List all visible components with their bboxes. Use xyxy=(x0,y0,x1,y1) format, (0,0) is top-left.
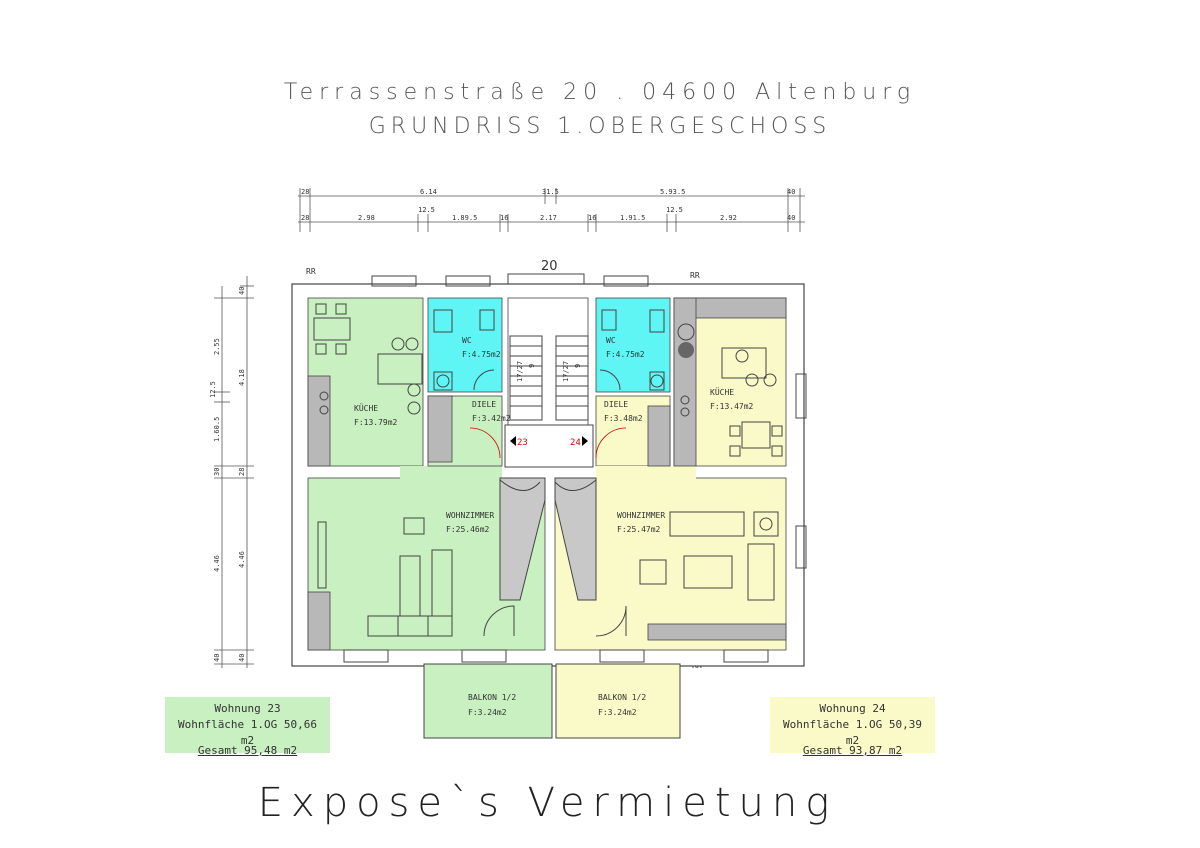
kitchen-right-furniture xyxy=(721,347,807,457)
dimension-lines-top: 28 6.14 31.5 5.93.5 40 28 2.98 12.5 1.89… xyxy=(298,188,805,232)
dimension-lines-left: 2.55 12.5 1.60.5 30 4.46 40 40 4.18 28 4… xyxy=(209,276,254,668)
wc-right-area: F:4.75m2 xyxy=(606,350,645,359)
dim-l1-4: 4.46 xyxy=(213,555,221,572)
diele-left-area: F:3.42m2 xyxy=(472,414,511,423)
dim-t2-7: 1.91.5 xyxy=(620,214,645,222)
wc-right-name: WC xyxy=(606,336,616,345)
diele-right-area: F:3.48m2 xyxy=(604,414,643,423)
address-title: Terrassenstraße 20 . 04600 Altenburg xyxy=(283,80,917,105)
balkon-right-area: F:3.24m2 xyxy=(598,708,637,717)
dim-l1-0: 2.55 xyxy=(213,338,221,355)
dim-t1-2: 31.5 xyxy=(542,188,559,196)
plan-title: GRUNDRISS 1.OBERGESCHOSS xyxy=(368,114,832,139)
balkon-left-name: BALKON 1/2 xyxy=(468,693,516,702)
arrow-left-icon xyxy=(510,436,516,446)
dim-l1-2: 1.60.5 xyxy=(213,417,221,442)
living-left-furniture xyxy=(317,517,515,637)
unit-left-total: Gesamt 95,48 m2 xyxy=(197,744,298,757)
dim-t2-4: 16 xyxy=(500,214,508,222)
stair-label: 9 xyxy=(574,364,582,368)
dim-l1-1: 12.5 xyxy=(209,381,217,398)
arrow-right-icon xyxy=(582,436,588,446)
living-right-furniture xyxy=(595,511,807,637)
wohn-right-name: WOHNZIMMER xyxy=(617,511,665,520)
unit-left-title: Wohnung 23 xyxy=(214,702,281,715)
dim-t2-3: 1.89.5 xyxy=(452,214,477,222)
windows xyxy=(343,273,769,663)
dim-t2-9: 2.92 xyxy=(720,214,737,222)
door-number-right: 24 xyxy=(570,438,581,448)
wohn-left-name: WOHNZIMMER xyxy=(446,511,494,520)
dim-l2-1: 4.18 xyxy=(238,369,246,386)
room-fills xyxy=(307,297,787,739)
dim-t2-2: 12.5 xyxy=(418,206,435,214)
dim-l2-0: 40 xyxy=(238,287,246,295)
kueche-right-area: F:13.47m2 xyxy=(710,402,754,411)
kitchen-left-furniture xyxy=(313,303,423,415)
dim-l1-5: 40 xyxy=(213,654,221,662)
wc-left-name: WC xyxy=(462,336,472,345)
dim-t1-1: 6.14 xyxy=(420,188,437,196)
unit-left-summary: Wohnung 23 Wohnfläche 1.OG 50,66 m2 xyxy=(165,697,330,753)
dim-t1-3: 5.93.5 xyxy=(660,188,685,196)
unit-right-area: Wohnfläche 1.OG 50,39 m2 xyxy=(782,718,923,747)
unit-right-summary: Wohnung 24 Wohnfläche 1.OG 50,39 m2 xyxy=(770,697,935,753)
rr-marker: RR xyxy=(690,271,700,280)
unit-right-total: Gesamt 93,87 m2 xyxy=(802,744,903,757)
dim-l2-2: 28 xyxy=(238,468,246,476)
unit-right-title: Wohnung 24 xyxy=(819,702,886,715)
wohn-right-area: F:25.47m2 xyxy=(617,525,661,534)
dim-t1-0: 28 xyxy=(301,188,309,196)
kueche-left-name: KÜCHE xyxy=(354,403,378,413)
stair-label: 9 xyxy=(528,364,536,368)
kitchen-counters xyxy=(307,297,787,651)
stair-label: 17/27 xyxy=(562,361,570,382)
balkon-left-area: F:3.24m2 xyxy=(468,708,507,717)
stair-label: 17/27 xyxy=(516,361,524,382)
rr-marker: RR xyxy=(306,267,316,276)
room-labels: KÜCHE F:13.79m2 WC F:4.75m2 DIELE F:3.42… xyxy=(354,336,754,717)
diele-left-name: DIELE xyxy=(472,400,496,409)
dim-t2-5: 2.17 xyxy=(540,214,557,222)
dim-l2-3: 4.46 xyxy=(238,551,246,568)
dim-t2-0: 28 xyxy=(301,214,309,222)
wc-fixtures xyxy=(433,309,665,391)
footer-title: Expose`s Vermietung xyxy=(257,780,838,826)
diele-right-name: DIELE xyxy=(604,400,628,409)
dim-t2-6: 16 xyxy=(588,214,596,222)
stairwell xyxy=(499,335,597,601)
dim-l2-4: 40 xyxy=(238,654,246,662)
dim-t1-4: 40 xyxy=(787,188,795,196)
balkon-right-name: BALKON 1/2 xyxy=(598,693,646,702)
unit-left-area: Wohnfläche 1.OG 50,66 m2 xyxy=(177,718,318,747)
house-number: 20 xyxy=(541,259,558,274)
dim-l1-3: 30 xyxy=(213,468,221,476)
wohn-left-area: F:25.46m2 xyxy=(446,525,490,534)
dim-t2-10: 40 xyxy=(787,214,795,222)
wc-left-area: F:4.75m2 xyxy=(462,350,501,359)
kueche-left-area: F:13.79m2 xyxy=(354,418,398,427)
dim-t2-8: 12.5 xyxy=(666,206,683,214)
kueche-right-name: KÜCHE xyxy=(710,387,734,397)
door-number-left: 23 xyxy=(517,438,528,448)
dim-t2-1: 2.98 xyxy=(358,214,375,222)
